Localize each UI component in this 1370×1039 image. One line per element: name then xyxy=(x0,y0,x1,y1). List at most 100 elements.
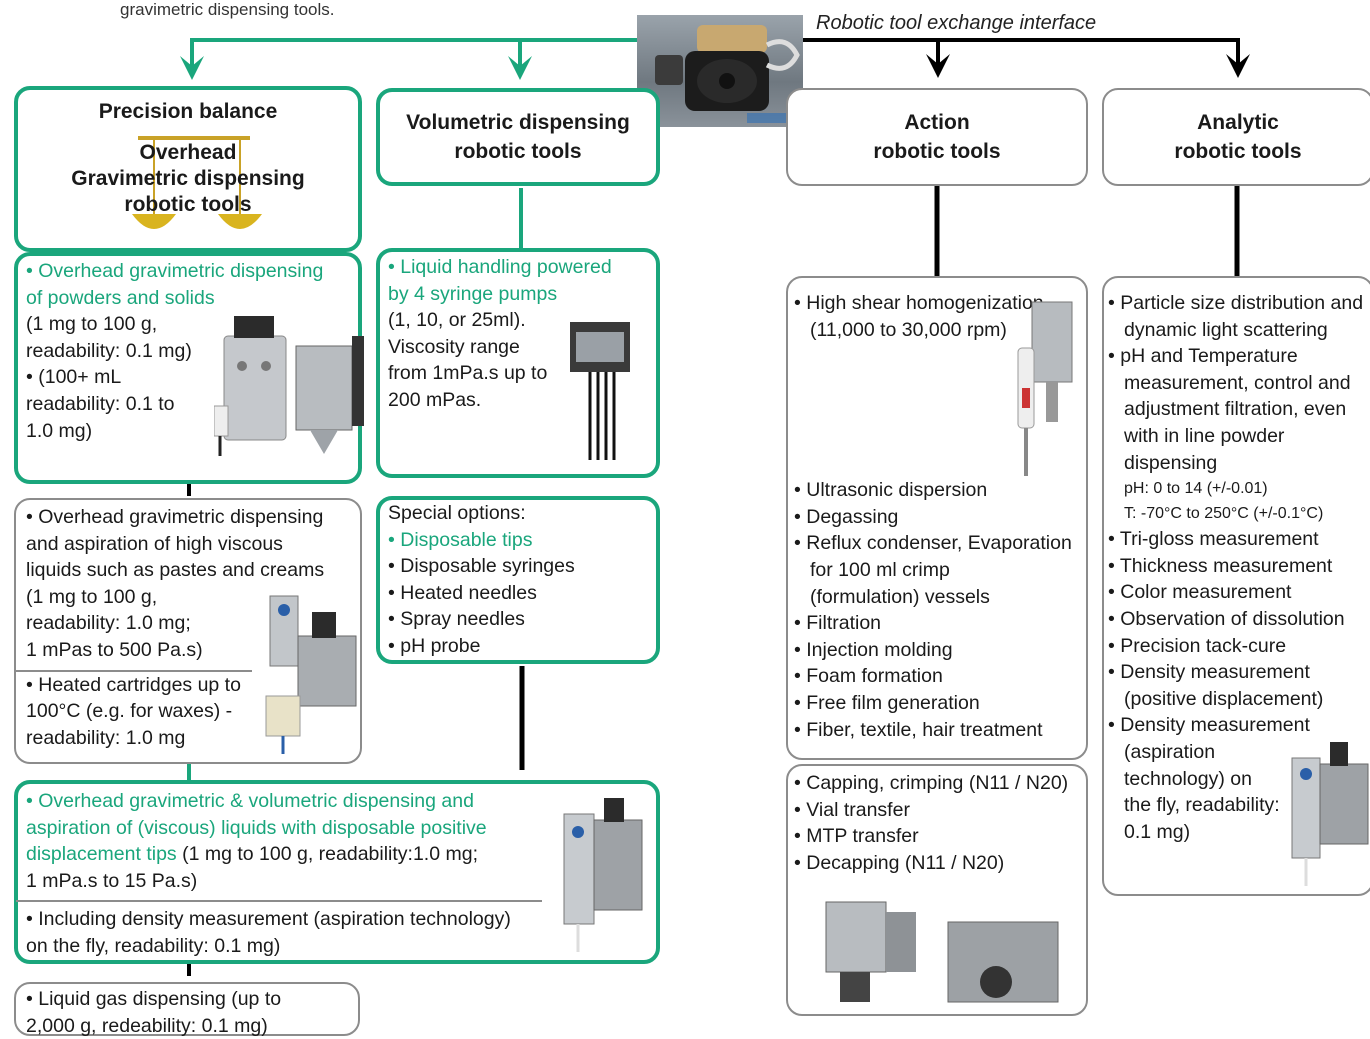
action-capping-item-2: • Vial transfer xyxy=(794,798,910,821)
analytic-item2-3: • Color measurement xyxy=(1108,581,1292,604)
action-capping-item-3: • MTP transfer xyxy=(794,825,919,848)
action-item-10: • Fiber, textile, hair treatment xyxy=(794,718,1043,741)
grav-viscous-green-2: aspiration of (viscous) liquids with dis… xyxy=(26,816,487,839)
action-top-line-2: (11,000 to 30,000 rpm) xyxy=(810,318,1007,341)
tool-interface-icon xyxy=(655,25,800,123)
analytic-item-2: dynamic light scattering xyxy=(1124,318,1328,341)
analytic-item2-8: • Density measurement xyxy=(1108,714,1310,737)
arrow-head-precision xyxy=(180,56,204,80)
grav-powders-title-2: of powders and solids xyxy=(26,286,215,309)
grav-powders-line-1: (1 mg to 100 g, xyxy=(26,313,158,336)
analytic-item-3: • pH and Temperature xyxy=(1108,345,1298,368)
action-item-1: • Ultrasonic dispersion xyxy=(794,479,988,502)
grav-powders-line-5: 1.0 mg) xyxy=(26,419,93,442)
grav-pastes-line-5: readability: 1.0 mg; xyxy=(26,612,191,635)
grav-liquid-gas-box: • Liquid gas dispensing (up to 2,000 g, … xyxy=(14,982,360,1037)
volumetric-line-1: Volumetric dispensing xyxy=(406,111,630,134)
vol-syringe-line-1: (1, 10, or 25ml). xyxy=(388,309,526,332)
action-capping-item-4: • Decapping (N11 / N20) xyxy=(794,851,1005,874)
analytic-item2-1: • Tri-gloss measurement xyxy=(1108,528,1319,551)
analytic-item-1: • Particle size distribution and xyxy=(1108,292,1364,314)
action-item-8: • Foam formation xyxy=(794,665,943,688)
analytic-line-2: robotic tools xyxy=(1174,140,1302,163)
grav-liquid-gas-line-1: • Liquid gas dispensing (up to xyxy=(26,988,282,1010)
vol-syringe-green-2: by 4 syringe pumps xyxy=(388,282,558,305)
analytic-item-5: adjustment filtration, even xyxy=(1124,398,1347,421)
vol-options-title: Special options: xyxy=(388,502,526,524)
action-item-7: • Injection molding xyxy=(794,638,953,661)
grav-heated-line-1: • Heated cartridges up to xyxy=(26,673,241,696)
grav-powders-title-1: • Overhead gravimetric dispensing xyxy=(26,260,324,282)
grav-pastes-box: • Overhead gravimetric dispensing and as… xyxy=(14,498,362,764)
grav-viscous-rest: 1 mPa.s to 15 Pa.s) xyxy=(26,869,198,892)
grav-powders-box: • Overhead gravimetric dispensing of pow… xyxy=(14,252,364,484)
action-capping-box: • Capping, crimping (N11 / N20) • Vial t… xyxy=(786,764,1088,1016)
grav-density-line-1: • Including density measurement (aspirat… xyxy=(26,908,511,931)
grav-density-line-2: on the fly, readability: 0.1 mg) xyxy=(26,934,281,957)
vol-syringe-green-1: • Liquid handling powered xyxy=(388,256,612,278)
vol-options-item-2: • Heated needles xyxy=(388,581,537,604)
homogenizer-image xyxy=(1017,301,1073,476)
grav-viscous-green-3: displacement tips xyxy=(26,843,177,866)
vol-options-disposable-tips: • Disposable tips xyxy=(388,528,533,551)
interface-label: Robotic tool exchange interface xyxy=(816,12,1097,34)
analytic-item2-6: • Density measurement xyxy=(1108,661,1310,684)
overhead-grav-title: Overhead Gravimetric dispensing robotic … xyxy=(18,140,358,218)
analytic-item2-5: • Precision tack-cure xyxy=(1108,634,1287,657)
analytic-temp-range: T: -70°C to 250°C (+/-0.1°C) xyxy=(1124,505,1324,523)
grav-pastes-line-3: liquids such as pastes and creams xyxy=(26,559,325,582)
grav-powders-line-3: • (100+ mL xyxy=(26,366,122,389)
grav-powders-line-2: readability: 0.1 mg) xyxy=(26,339,192,362)
analytic-item-6: with in line powder xyxy=(1124,424,1285,447)
action-item-6: • Filtration xyxy=(794,612,882,635)
grav-pastes-divider xyxy=(16,670,252,672)
overhead-grav-line-1: Overhead xyxy=(139,141,237,164)
action-capping-item-1: • Capping, crimping (N11 / N20) xyxy=(794,772,1069,794)
vol-syringe-line-4: 200 mPas. xyxy=(388,388,482,411)
analytic-item2-9: (aspiration xyxy=(1124,740,1216,763)
grav-viscous-box: • Overhead gravimetric & volumetric disp… xyxy=(14,780,660,964)
grav-powders-line-4: readability: 0.1 to xyxy=(26,392,175,415)
paste-dispenser-image xyxy=(265,595,357,754)
action-line-2: robotic tools xyxy=(873,140,1001,163)
vol-options-box: Special options: • Disposable tips • Dis… xyxy=(376,496,660,664)
analytic-item-7: dispensing xyxy=(1124,451,1218,474)
grav-pastes-line-2: and aspiration of high viscous xyxy=(26,532,283,555)
action-tools-box: • High shear homogenization (11,000 to 3… xyxy=(786,276,1088,760)
syringe-pump-image xyxy=(570,322,630,460)
analytic-line-1: Analytic xyxy=(1197,111,1279,134)
volumetric-header-box: Volumetric dispensing robotic tools xyxy=(376,88,660,186)
action-line-1: Action xyxy=(904,111,970,134)
grav-heated-line-2: 100°C (e.g. for waxes) - xyxy=(26,700,233,723)
balance-scale-icon xyxy=(132,136,262,229)
grav-heated-line-3: readability: 1.0 mg xyxy=(26,726,186,749)
action-item-9: • Free film generation xyxy=(794,691,980,714)
overhead-grav-line-2: Gravimetric dispensing xyxy=(71,167,305,190)
action-item-2: • Degassing xyxy=(794,505,899,528)
arrow-head-action xyxy=(926,54,950,78)
powder-dispenser-image xyxy=(214,316,364,456)
analytic-item2-4: • Observation of dissolution xyxy=(1108,607,1345,630)
analytic-ph-range: pH: 0 to 14 (+/-0.01) xyxy=(1124,480,1268,498)
arrow-head-analytic xyxy=(1226,54,1250,78)
vol-options-item-4: • pH probe xyxy=(388,634,481,657)
grav-viscous-rest-inline: (1 mg to 100 g, readability:1.0 mg; xyxy=(176,843,478,866)
vol-syringe-line-2: Viscosity range xyxy=(388,335,520,358)
analytic-item2-11: the fly, readability: xyxy=(1124,794,1280,817)
grav-pastes-line-6: 1 mPas to 500 Pa.s) xyxy=(26,638,203,661)
grav-liquid-gas-line-2: 2,000 g, redeability: 0.1 mg) xyxy=(26,1014,268,1037)
robotic-interface-image xyxy=(637,15,803,127)
overhead-grav-line-3: robotic tools xyxy=(124,193,252,216)
top-caption: gravimetric dispensing tools. xyxy=(120,0,335,19)
analytic-header-box: Analytic robotic tools xyxy=(1102,88,1370,186)
capping-tools-image xyxy=(825,901,1059,1003)
analytic-tools-box: • Particle size distribution and dynamic… xyxy=(1102,276,1370,896)
vol-syringe-line-3: from 1mPa.s up to xyxy=(388,362,548,385)
vol-options-item-3: • Spray needles xyxy=(388,608,525,631)
grav-viscous-divider xyxy=(16,900,542,902)
analytic-item2-10: technology) on xyxy=(1124,767,1252,790)
grav-pastes-line-4: (1 mg to 100 g, xyxy=(26,585,158,608)
precision-balance-title: Precision balance xyxy=(98,100,278,123)
density-tool-image xyxy=(1291,742,1369,886)
vol-options-item-1: • Disposable syringes xyxy=(388,555,575,578)
